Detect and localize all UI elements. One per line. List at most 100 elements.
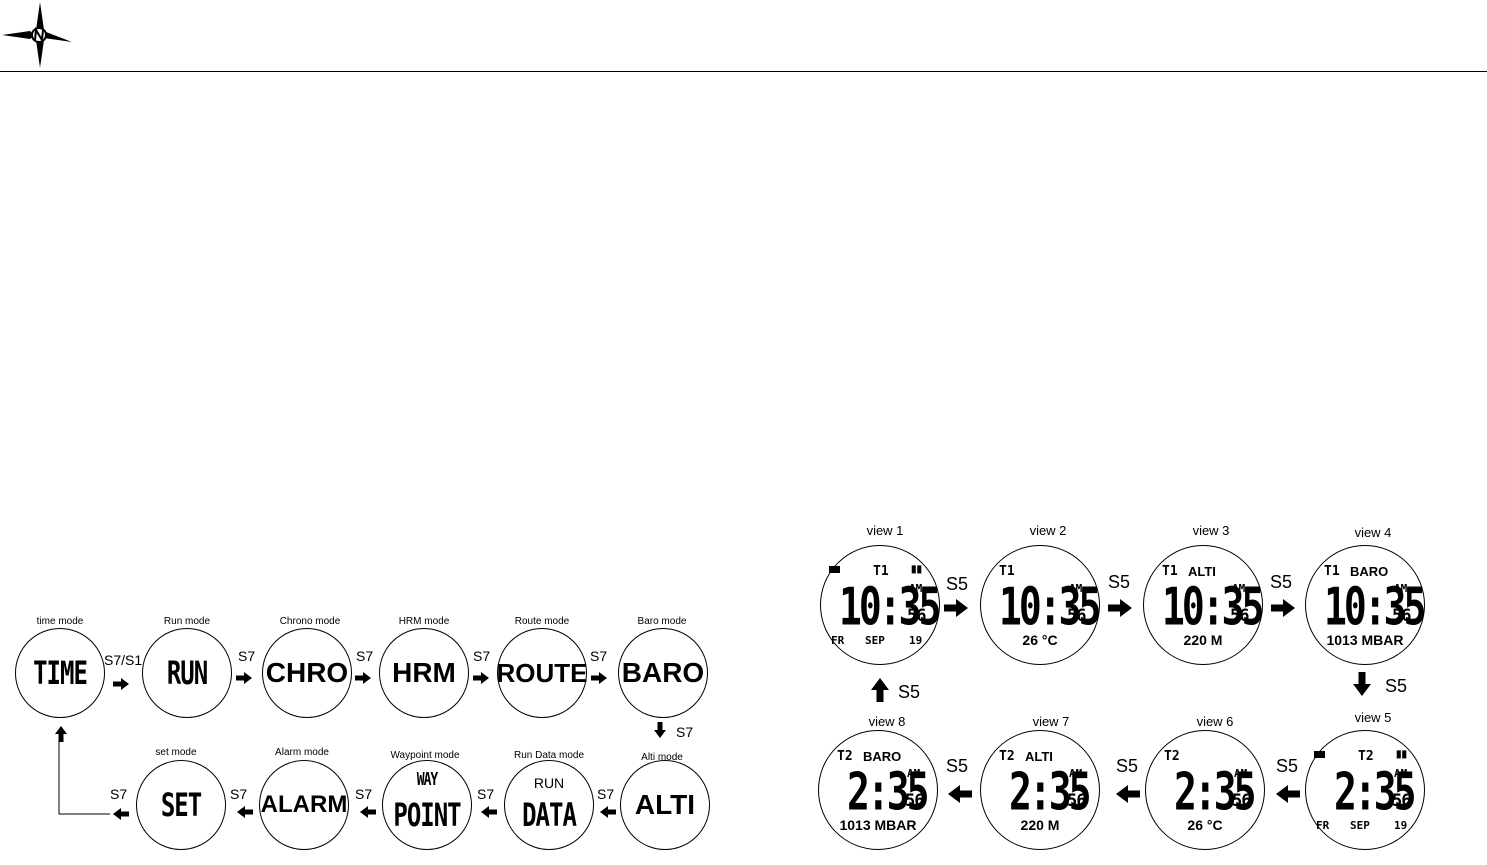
mode-label: ALARM [260,791,348,818]
button-label: S7 [590,648,608,664]
mode-caption: Baro mode [637,616,687,627]
view-caption: view 2 [1029,523,1067,538]
view-caption: view 5 [1354,710,1392,725]
battery-icon [1314,751,1325,758]
button-label: S5 [1116,756,1139,776]
mode-label: RUN [166,654,208,692]
mode-dial-route: ROUTE [496,628,588,718]
signal-icon: ▮▮ [911,564,923,575]
battery-icon [829,566,840,573]
view-bottom-value: 26 °C [1022,632,1058,648]
mode-dial-waypoint: WAY POINT [382,760,472,850]
seconds-display: 56 [1230,606,1250,626]
am-pm-indicator: AM [1232,582,1246,595]
date-label: 19 [1394,819,1408,832]
view-caption: view 1 [866,523,904,538]
arrow-right-icon [944,599,968,617]
seconds-display: 56 [1392,791,1412,811]
day-label: FR [1316,819,1330,832]
view-caption: view 4 [1354,525,1392,540]
mode-caption: Run Data mode [513,750,585,761]
mode-caption: Chrono mode [279,616,341,627]
mode-label: HRM [392,657,456,688]
mode-label-top: WAY [416,770,438,791]
seconds-display: 56 [1067,791,1087,811]
arrow-right-icon [1271,599,1295,617]
arrow-down-icon [1353,672,1371,696]
time-display: 10:35 [1324,577,1426,637]
mode-caption: Route mode [514,616,570,627]
button-label: S7/S1 [104,652,143,668]
mode-dial-set: SET [136,760,226,850]
seconds-display: 56 [907,606,927,626]
view-caption: view 8 [868,714,906,729]
mode-dial-baro: BARO [618,628,708,718]
button-label: S5 [1276,756,1299,776]
mode-label: BARO [621,657,705,688]
mode-dial-hrm: HRM [379,628,469,718]
time-display: 2:35 [847,762,930,822]
button-label: S7 [477,786,495,802]
am-pm-indicator: AM [1069,767,1083,780]
button-label: S7 [230,786,248,802]
mode-dial-alarm: ALARM [259,760,349,850]
view-caption: view 3 [1192,523,1230,538]
button-label: S7 [110,786,128,802]
button-label: S5 [898,682,921,702]
time-display: 10:35 [1162,577,1264,637]
view-top-label: BARO [1350,564,1389,579]
mode-caption: set mode [155,747,197,758]
button-label: S7 [355,786,373,802]
mode-caption: Run mode [163,616,211,627]
button-label: S7 [356,648,374,664]
time-zone-label: T2 [1358,749,1374,764]
time-display: 2:35 [1009,762,1092,822]
day-label: FR [831,634,845,647]
arrow-left-icon [1116,785,1140,803]
mode-caption: time mode [36,616,84,627]
header-rule [0,71,1487,72]
am-pm-indicator: AM [909,582,923,595]
time-display: 2:35 [1334,762,1417,822]
am-pm-indicator: AM [907,767,921,780]
view-bottom-value: 1013 MBAR [839,817,917,833]
month-label: SEP [1350,819,1370,832]
mode-label: ALTI [634,789,696,820]
time-zone-label: T2 [999,749,1015,764]
button-label: S7 [473,648,491,664]
seconds-display: 56 [1232,791,1252,811]
button-label: S5 [1385,676,1408,696]
time-zone-label: T2 [1164,749,1180,764]
mode-caption: Waypoint mode [390,750,460,761]
mode-label: SET [160,786,202,824]
mode-label: ROUTE [496,657,588,688]
view-bottom-value: 1013 MBAR [1326,632,1404,648]
mode-label: CHRO [265,657,349,688]
month-label: SEP [865,634,885,647]
arrow-left-icon [1276,785,1300,803]
mode-caption: Alti mode [641,752,683,763]
seconds-display: 56 [1067,606,1087,626]
time-display: 2:35 [1174,762,1257,822]
button-label: S7 [676,724,694,740]
view-bottom-value: 220 M [1183,632,1223,648]
compass-logo-icon [2,2,72,68]
view-caption: view 7 [1032,714,1070,729]
arrow-up-icon [871,678,889,702]
signal-icon: ▮▮ [1396,749,1408,760]
button-label: S5 [1108,572,1131,592]
time-zone-label: T2 [837,749,853,764]
button-label: S7 [238,648,256,664]
date-label: 19 [909,634,923,647]
time-zone-label: T1 [1324,564,1340,579]
mode-label: DATA [522,796,577,834]
mode-arrows [55,672,666,820]
seconds-display: 56 [905,791,925,811]
mode-dial-run: RUN [142,628,232,718]
